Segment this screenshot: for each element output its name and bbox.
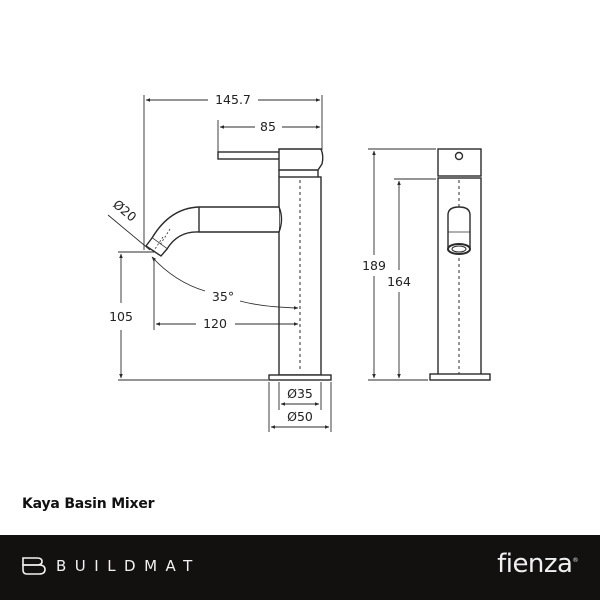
spout bbox=[151, 206, 279, 251]
dim-base-diameter: Ø50 bbox=[287, 409, 313, 424]
dim-spout-angle: 35° bbox=[212, 289, 234, 304]
technical-drawing: 145.7 85 Ø20 35° 120 105 Ø35 Ø50 189 164 bbox=[107, 92, 491, 432]
front-view-labels: 189 164 bbox=[362, 258, 411, 289]
product-title: Kaya Basin Mixer bbox=[22, 496, 155, 512]
dim-overall-height: 189 bbox=[362, 258, 386, 273]
lever-pin bbox=[454, 151, 464, 161]
dim-overall-reach: 145.7 bbox=[215, 92, 251, 107]
front-spout bbox=[447, 206, 471, 249]
footer-bar: BUILDMAT fienza® bbox=[0, 535, 600, 600]
dim-body-diameter: Ø35 bbox=[287, 386, 313, 401]
front-base-plate bbox=[429, 373, 491, 381]
buildmat-wordmark: BUILDMAT bbox=[56, 557, 201, 575]
dim-spout-reach: 120 bbox=[203, 316, 227, 331]
buildmat-b-logo-icon bbox=[22, 557, 46, 575]
side-view-dimensions bbox=[107, 95, 332, 432]
front-view bbox=[429, 148, 491, 381]
front-view-dimensions bbox=[368, 148, 436, 381]
lever-cap bbox=[278, 148, 324, 171]
side-view bbox=[144, 148, 332, 381]
dim-body-height: 164 bbox=[387, 274, 411, 289]
dim-lever-length: 85 bbox=[260, 119, 276, 134]
aerator bbox=[447, 243, 471, 255]
registered-mark: ® bbox=[572, 557, 579, 564]
dim-spout-height: 105 bbox=[109, 309, 133, 324]
front-lever-cap bbox=[437, 148, 482, 177]
fienza-brand: fienza® bbox=[497, 549, 578, 579]
buildmat-brand: BUILDMAT bbox=[22, 557, 201, 575]
base-plate bbox=[268, 374, 332, 381]
lever-handle bbox=[217, 151, 284, 160]
fienza-wordmark: fienza bbox=[497, 549, 573, 579]
